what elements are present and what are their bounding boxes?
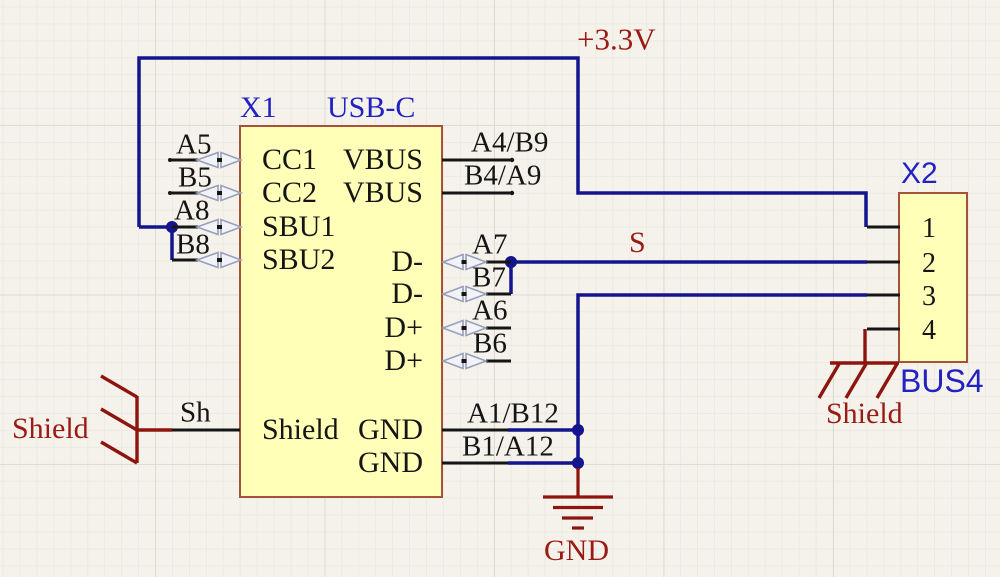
x1-pin-des-b6: B6 xyxy=(473,327,507,360)
x2-pin-number-3: 3 xyxy=(922,281,936,312)
x1-pin-des-a8: A8 xyxy=(174,194,210,227)
x1-pin-des-b5: B5 xyxy=(178,161,212,194)
x1-pin-name-gnd1: GND xyxy=(358,413,423,446)
shield-symbol-left[interactable] xyxy=(100,374,172,465)
x1-pin-name-sbu2: SBU2 xyxy=(262,243,336,276)
x1-pin-name-dp2: D+ xyxy=(384,344,423,377)
component-x2-body[interactable] xyxy=(898,192,968,363)
net-label-s[interactable]: S xyxy=(629,226,646,259)
x1-pin-des-a7: A7 xyxy=(472,228,508,261)
shield-label-left[interactable]: Shield xyxy=(12,412,89,445)
x1-pin-des-b4a9: B4/A9 xyxy=(464,159,542,192)
x1-pin-name-shield: Shield xyxy=(262,413,339,446)
x1-pin-des-a1b12: A1/B12 xyxy=(467,397,559,430)
wire-net-s[interactable] xyxy=(509,260,867,294)
gnd-power-label[interactable]: GND xyxy=(544,534,609,567)
x2-comment[interactable]: BUS4 xyxy=(900,363,984,399)
x1-pin-lines[interactable] xyxy=(170,158,512,465)
x1-designator[interactable]: X1 xyxy=(240,91,277,124)
x2-designator[interactable]: X2 xyxy=(901,157,938,190)
x1-pin-des-b1a12: B1/A12 xyxy=(462,430,554,463)
x1-pin-name-gnd2: GND xyxy=(358,446,423,479)
x1-pin-name-dm2: D- xyxy=(391,277,423,310)
x1-pin-name-cc2: CC2 xyxy=(262,176,318,209)
component-x1-body[interactable] xyxy=(239,125,443,498)
pin-end-ticks xyxy=(168,157,515,196)
x2-pin-number-2: 2 xyxy=(922,248,936,279)
x1-pin-des-a4b9: A4/B9 xyxy=(471,126,549,159)
io-arrows-right xyxy=(440,253,489,370)
x1-pin-des-b7: B7 xyxy=(472,261,506,294)
x1-pin-name-cc1: CC1 xyxy=(262,143,318,176)
x1-pin-des-b8: B8 xyxy=(176,228,210,261)
wire-net-gnd[interactable] xyxy=(508,293,867,470)
x2-pin-number-4: 4 xyxy=(922,315,936,346)
x1-pin-name-dp1: D+ xyxy=(384,311,423,344)
x1-pin-name-vbus2: VBUS xyxy=(342,176,423,209)
x2-pin-lines[interactable] xyxy=(867,225,900,331)
x1-pin-des-a5: A5 xyxy=(176,128,212,161)
x1-comment[interactable]: USB-C xyxy=(327,91,416,124)
shield-label-right[interactable]: Shield xyxy=(826,397,903,430)
x2-pin-number-1: 1 xyxy=(922,213,936,244)
gnd-symbol[interactable] xyxy=(543,468,613,530)
x1-pin-name-sbu1: SBU1 xyxy=(262,210,336,243)
x1-pin-des-a6: A6 xyxy=(472,294,508,327)
x1-pin-name-vbus1: VBUS xyxy=(342,143,423,176)
x1-pin-name-dm1: D- xyxy=(391,245,423,278)
power-port-3v3-label[interactable]: +3.3V xyxy=(577,21,656,57)
io-arrows-left xyxy=(194,151,244,269)
x1-pin-des-sh: Sh xyxy=(180,396,211,429)
shield-symbol-right[interactable] xyxy=(817,329,899,399)
